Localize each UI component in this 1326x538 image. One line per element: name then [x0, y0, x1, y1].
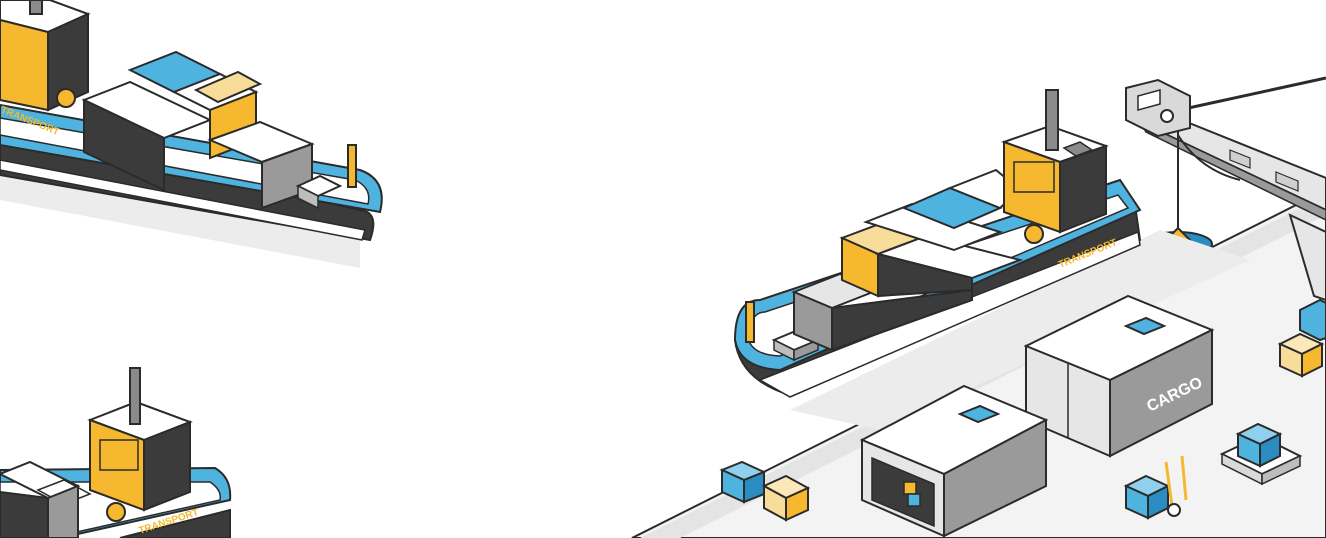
ship-center: TRANSPORT — [733, 89, 1250, 430]
pallet-box — [1219, 422, 1303, 486]
cargo-container: CARGO — [1023, 294, 1215, 458]
hand-truck — [1123, 455, 1188, 520]
box-blue-left — [719, 460, 767, 504]
ship-top-left: TRANSPORT — [0, 0, 383, 268]
ship-bottom-left: TRANSPORT — [0, 367, 232, 538]
box-yellow-left — [761, 474, 811, 522]
boxes-right-edge — [1277, 298, 1326, 378]
open-container — [859, 384, 1049, 538]
